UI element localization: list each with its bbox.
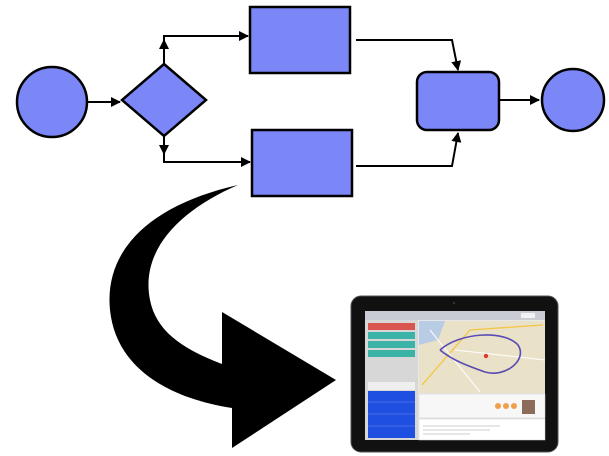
edge-decision-task-bottom <box>163 136 251 167</box>
decision-node <box>120 62 208 138</box>
map-road-1 <box>421 324 544 386</box>
sidebar-item-red <box>368 323 415 330</box>
merge-node <box>415 70 501 132</box>
sidebar-item-teal-1 <box>368 332 415 339</box>
app-top-bar <box>365 311 545 320</box>
task-bottom-node <box>250 128 354 198</box>
edge-decision-task-top <box>163 31 249 64</box>
sidebar-list-blue <box>368 391 415 438</box>
edge-task-bottom-merge <box>356 132 462 167</box>
end-node <box>540 67 606 133</box>
transition-arrow <box>109 185 336 448</box>
map-route <box>439 334 521 374</box>
flowchart <box>15 5 606 198</box>
tablet-camera <box>452 301 456 305</box>
detail-action-2 <box>503 403 509 409</box>
detail-avatar <box>522 400 535 414</box>
task-top-node <box>248 5 352 75</box>
detail-action-3 <box>511 403 517 409</box>
notes-panel <box>418 418 546 441</box>
map-marker <box>483 353 489 359</box>
sidebar-panel-header <box>368 382 415 390</box>
start-node <box>15 65 89 139</box>
sidebar-item-teal-2 <box>368 341 415 348</box>
edge-task-top-merge <box>356 39 462 71</box>
sidebar-item-teal-3 <box>368 350 415 357</box>
map-road-3 <box>454 349 546 361</box>
app-top-bar-button <box>521 313 535 318</box>
map-road-2 <box>429 329 481 393</box>
tablet <box>350 295 559 453</box>
detail-action-1 <box>495 403 501 409</box>
